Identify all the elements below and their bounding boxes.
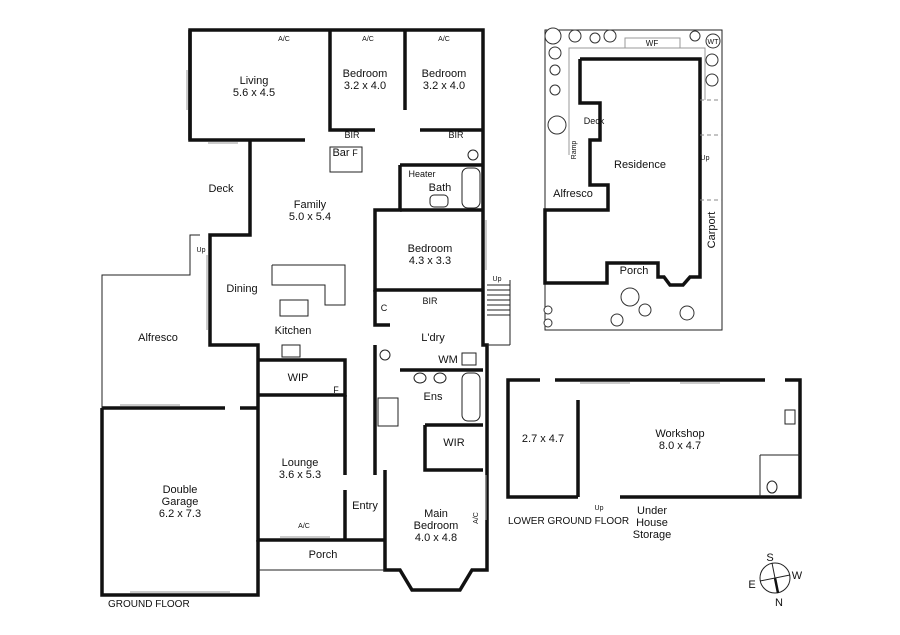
ac-label-2: A/C bbox=[362, 36, 374, 43]
storage-line-1: Under bbox=[637, 505, 667, 517]
site-wt-label: WT bbox=[708, 39, 720, 46]
cupboard-label: C bbox=[381, 303, 388, 313]
f-label-1: F bbox=[333, 385, 339, 395]
site-ramp-label: Ramp bbox=[571, 141, 578, 160]
ground-floor-caption: GROUND FLOOR bbox=[108, 599, 190, 610]
compass-s: S bbox=[766, 552, 773, 564]
ground-floor-walls bbox=[100, 28, 511, 597]
bath-label: Bath bbox=[429, 182, 452, 194]
lower-up-label: Up bbox=[595, 505, 604, 512]
bar-label: Bar bbox=[332, 147, 349, 159]
main-bedroom-name2: Bedroom bbox=[414, 520, 459, 532]
site-plan: Residence Deck Ramp Alfresco Porch Carpo… bbox=[543, 27, 723, 331]
garage-name: Double bbox=[163, 484, 198, 496]
ground-floor-labels: Living 5.6 x 4.5 Bedroom 3.2 x 4.0 Bedro… bbox=[108, 36, 502, 610]
wip-label: WIP bbox=[288, 372, 309, 384]
lower-ground-floor: 2.7 x 4.7 Workshop 8.0 x 4.7 Up LOWER GR… bbox=[506, 378, 802, 541]
bir-label-3: BIR bbox=[422, 296, 438, 306]
laundry-label: L'dry bbox=[421, 332, 445, 344]
up-label-2: Up bbox=[493, 276, 502, 283]
workshop-dims: 8.0 x 4.7 bbox=[659, 440, 701, 452]
up-label-1: Up bbox=[197, 247, 206, 254]
wm-label: WM bbox=[438, 354, 458, 366]
bedroom-4-dims: 4.3 x 3.3 bbox=[409, 255, 451, 267]
f-label-2: F bbox=[352, 148, 358, 158]
garage-name2: Garage bbox=[162, 496, 199, 508]
bedroom-4-name: Bedroom bbox=[408, 243, 453, 255]
heater-label: Heater bbox=[408, 169, 435, 179]
lounge-dims: 3.6 x 5.3 bbox=[279, 469, 321, 481]
compass-icon: S W E N bbox=[748, 552, 802, 609]
site-up-label: Up bbox=[701, 155, 710, 162]
deck-label: Deck bbox=[208, 183, 234, 195]
bir-label-2: BIR bbox=[448, 130, 464, 140]
dining-label: Dining bbox=[226, 283, 257, 295]
ac-label-5: A/C bbox=[473, 512, 480, 524]
kitchen-label: Kitchen bbox=[275, 325, 312, 337]
porch-label: Porch bbox=[309, 549, 338, 561]
compass-n: N bbox=[775, 597, 783, 609]
entry-label: Entry bbox=[352, 500, 378, 512]
site-residence-label: Residence bbox=[614, 159, 666, 171]
ensuite-label: Ens bbox=[424, 391, 443, 403]
family-name: Family bbox=[294, 199, 327, 211]
compass-w: W bbox=[792, 570, 803, 582]
alfresco-label: Alfresco bbox=[138, 332, 178, 344]
ac-label-1: A/C bbox=[278, 36, 290, 43]
ac-label-3: A/C bbox=[438, 36, 450, 43]
bedroom-3-name: Bedroom bbox=[422, 68, 467, 80]
main-bedroom-dims: 4.0 x 4.8 bbox=[415, 532, 457, 544]
bedroom-2-name: Bedroom bbox=[343, 68, 388, 80]
living-dims: 5.6 x 4.5 bbox=[233, 87, 275, 99]
lounge-name: Lounge bbox=[282, 457, 319, 469]
main-bedroom-name: Main bbox=[424, 508, 448, 520]
storage-line-3: Storage bbox=[633, 529, 672, 541]
ac-label-4: A/C bbox=[298, 523, 310, 530]
site-deck-label: Deck bbox=[584, 116, 605, 126]
living-name: Living bbox=[240, 75, 269, 87]
lower-room-dims: 2.7 x 4.7 bbox=[522, 433, 564, 445]
bedroom-2-dims: 3.2 x 4.0 bbox=[344, 80, 386, 92]
family-dims: 5.0 x 5.4 bbox=[289, 211, 331, 223]
compass-e: E bbox=[748, 579, 755, 591]
lower-ground-caption: LOWER GROUND FLOOR bbox=[508, 516, 629, 527]
garage-dims: 6.2 x 7.3 bbox=[159, 508, 201, 520]
bedroom-3-dims: 3.2 x 4.0 bbox=[423, 80, 465, 92]
site-alfresco-label: Alfresco bbox=[553, 188, 593, 200]
site-wf-label: WF bbox=[646, 39, 659, 48]
site-porch-label: Porch bbox=[620, 265, 649, 277]
workshop-name: Workshop bbox=[655, 428, 704, 440]
wir-label: WIR bbox=[443, 437, 464, 449]
site-carport-label: Carport bbox=[706, 212, 718, 249]
storage-line-2: House bbox=[636, 517, 668, 529]
bir-label-1: BIR bbox=[344, 130, 360, 140]
